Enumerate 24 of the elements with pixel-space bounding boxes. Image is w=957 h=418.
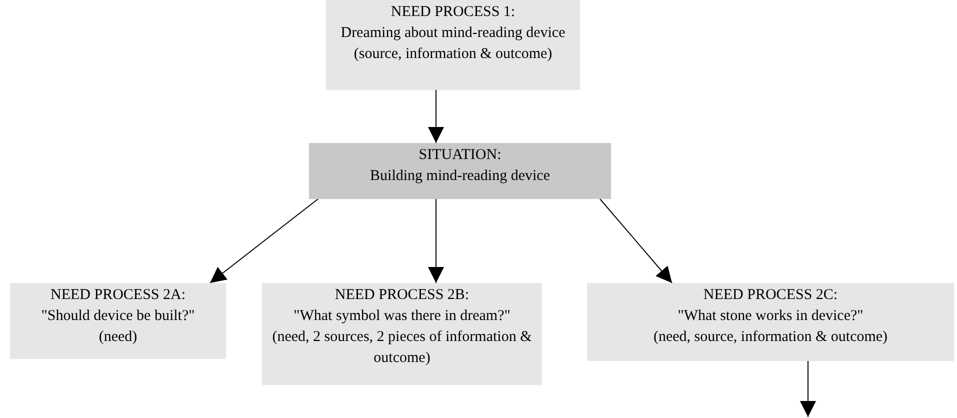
arrow bbox=[428, 198, 444, 284]
process-box bbox=[326, 0, 580, 90]
node-heading: NEED PROCESS 2A: bbox=[49, 286, 187, 305]
node-text: (need, source, information & outcome) bbox=[652, 328, 889, 347]
node-heading: NEED PROCESS 1: bbox=[390, 3, 516, 22]
process-box bbox=[262, 283, 542, 385]
node-text: "Should device be built?" bbox=[40, 307, 196, 326]
process-box bbox=[10, 283, 226, 359]
node-text: Building mind-reading device bbox=[369, 167, 551, 186]
node-heading: NEED PROCESS 2C: bbox=[702, 286, 839, 305]
process-box bbox=[309, 143, 611, 199]
arrow bbox=[600, 198, 672, 284]
process-box bbox=[587, 283, 954, 361]
arrow bbox=[428, 90, 444, 144]
node-text: "What symbol was there in dream?" bbox=[292, 307, 512, 326]
node-text: (need, 2 sources, 2 pieces of information & outcome) bbox=[271, 328, 533, 368]
node-text: (need) bbox=[98, 328, 138, 347]
node-heading: NEED PROCESS 2B: bbox=[334, 286, 470, 305]
arrow bbox=[210, 198, 318, 284]
arrow bbox=[800, 360, 816, 418]
node-heading: SITUATION: bbox=[418, 146, 502, 165]
node-text: "What stone works in device?" bbox=[676, 307, 864, 326]
node-text: Dreaming about mind-reading device bbox=[340, 24, 566, 43]
node-text: (source, information & outcome) bbox=[352, 45, 554, 64]
